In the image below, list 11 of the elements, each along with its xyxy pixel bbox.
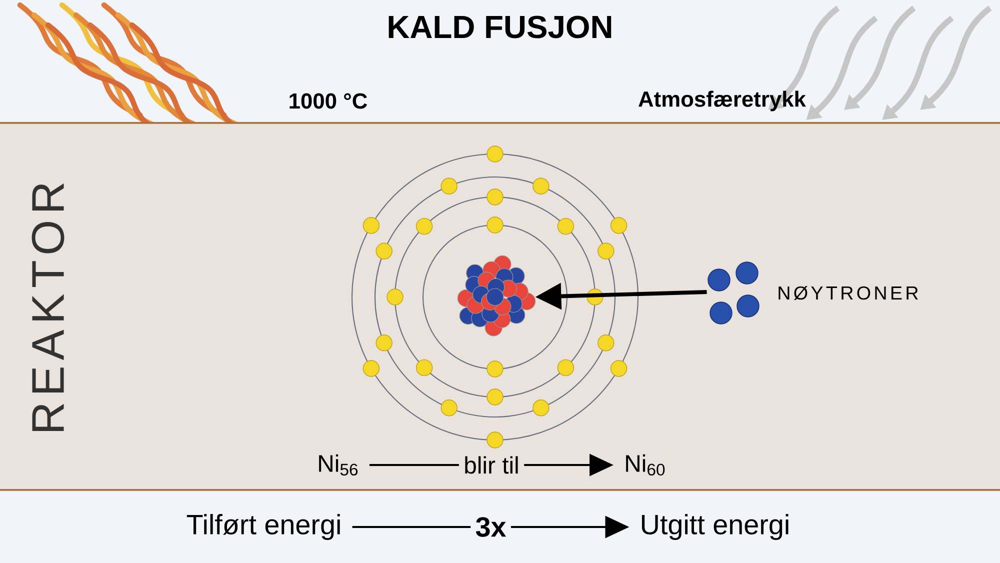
isotope-label: Ni$_{56}$ (314, 452, 362, 478)
heading-label: 1000 °C (290, 93, 368, 109)
edge-label: 3x (470, 512, 511, 542)
energy-label: Utgitt energi (638, 512, 792, 542)
neutron-label: NØYTRONER (778, 286, 918, 300)
title: KALD FUSJON (388, 16, 612, 38)
edge-label: blir til (458, 452, 524, 478)
energy-label: Tilført energi (184, 512, 344, 542)
neutrons-drawing (708, 262, 760, 324)
heading-label: Atmosfæretrykk (638, 90, 806, 112)
isotope-label: Ni$_{60}$ (622, 452, 668, 478)
